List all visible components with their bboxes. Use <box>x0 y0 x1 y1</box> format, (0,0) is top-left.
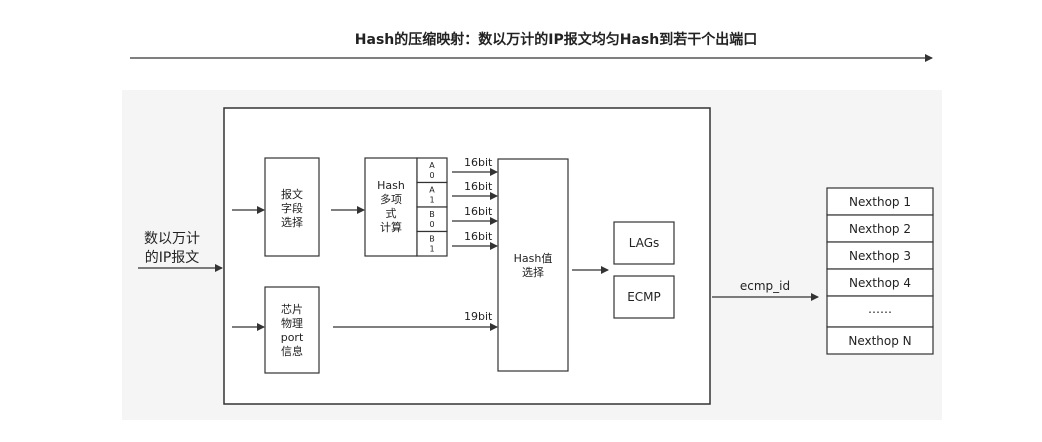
hash-calc-line-2: 多项 <box>380 192 402 206</box>
port-bit-label: 19bit <box>464 310 493 323</box>
hash-select-line-1: Hash值 <box>514 252 553 265</box>
lags-box <box>613 221 675 265</box>
nexthop-label-4: Nexthop 4 <box>849 276 911 290</box>
nexthop-table: Nexthop 1 Nexthop 2 Nexthop 3 Nexthop 4 … <box>826 187 934 355</box>
hash-cell-a1-bottom: 1 <box>429 196 434 205</box>
hash-cell-a0-bottom: 0 <box>429 171 434 180</box>
hash-cell-b1 <box>416 230 448 257</box>
nexthop-label-2: Nexthop 2 <box>849 222 911 236</box>
chip-port-box <box>264 286 320 374</box>
ecmp-id-label: ecmp_id <box>740 279 790 293</box>
bit-label-3: 16bit <box>464 205 493 218</box>
nexthop-cell-2 <box>826 214 934 243</box>
chip-port-line-1: 芯片 <box>281 302 303 316</box>
hash-cell-b0 <box>416 206 448 233</box>
input-label-line-2: 的IP报文 <box>145 250 200 266</box>
bit-label-2: 16bit <box>464 180 493 193</box>
field-select-line-3: 选择 <box>281 215 303 229</box>
hash-calc-line-4: 计算 <box>380 220 402 234</box>
hash-calc-line-1: Hash <box>377 179 405 192</box>
ecmp-box <box>613 275 675 319</box>
hash-cell-a1-top: A <box>429 186 435 195</box>
nexthop-label-1: Nexthop 1 <box>849 195 911 209</box>
lags-label: LAGs <box>629 236 660 250</box>
nexthop-label-3: Nexthop 3 <box>849 249 911 263</box>
hash-select-box <box>497 158 569 372</box>
chip-port-line-3: port <box>281 331 304 344</box>
nexthop-label-n: Nexthop N <box>848 334 911 348</box>
ecmp-label: ECMP <box>627 290 661 304</box>
nexthop-cell-ellipsis <box>826 295 934 328</box>
nexthop-cell-1 <box>826 187 934 216</box>
hash-cell-a0 <box>416 157 448 184</box>
chip-port-line-4: 信息 <box>281 344 303 358</box>
hash-calc-line-3: 式 <box>386 207 397 220</box>
input-label-line-1: 数以万计 <box>144 231 200 247</box>
diagram-title: Hash的压缩映射：数以万计的IP报文均匀Hash到若干个出端口 <box>355 31 757 48</box>
bit-label-1: 16bit <box>464 156 493 169</box>
nexthop-label-ellipsis: …… <box>868 302 892 316</box>
field-select-box <box>264 157 320 257</box>
chip-port-line-2: 物理 <box>281 316 303 330</box>
hash-cell-b1-bottom: 1 <box>429 245 434 254</box>
bit-label-4: 16bit <box>464 230 493 243</box>
hash-cell-b0-bottom: 0 <box>429 220 434 229</box>
hash-select-line-2: 选择 <box>522 265 544 279</box>
nexthop-cell-n <box>826 326 934 355</box>
nexthop-cell-3 <box>826 241 934 270</box>
hash-cell-b1-top: B <box>429 235 435 244</box>
hash-cell-a0-top: A <box>429 161 435 170</box>
hash-cell-b0-top: B <box>429 210 435 219</box>
hash-cells: A 0 A 1 B 0 B 1 <box>416 157 448 257</box>
field-select-line-2: 字段 <box>281 201 303 215</box>
field-select-line-1: 报文 <box>281 187 303 201</box>
